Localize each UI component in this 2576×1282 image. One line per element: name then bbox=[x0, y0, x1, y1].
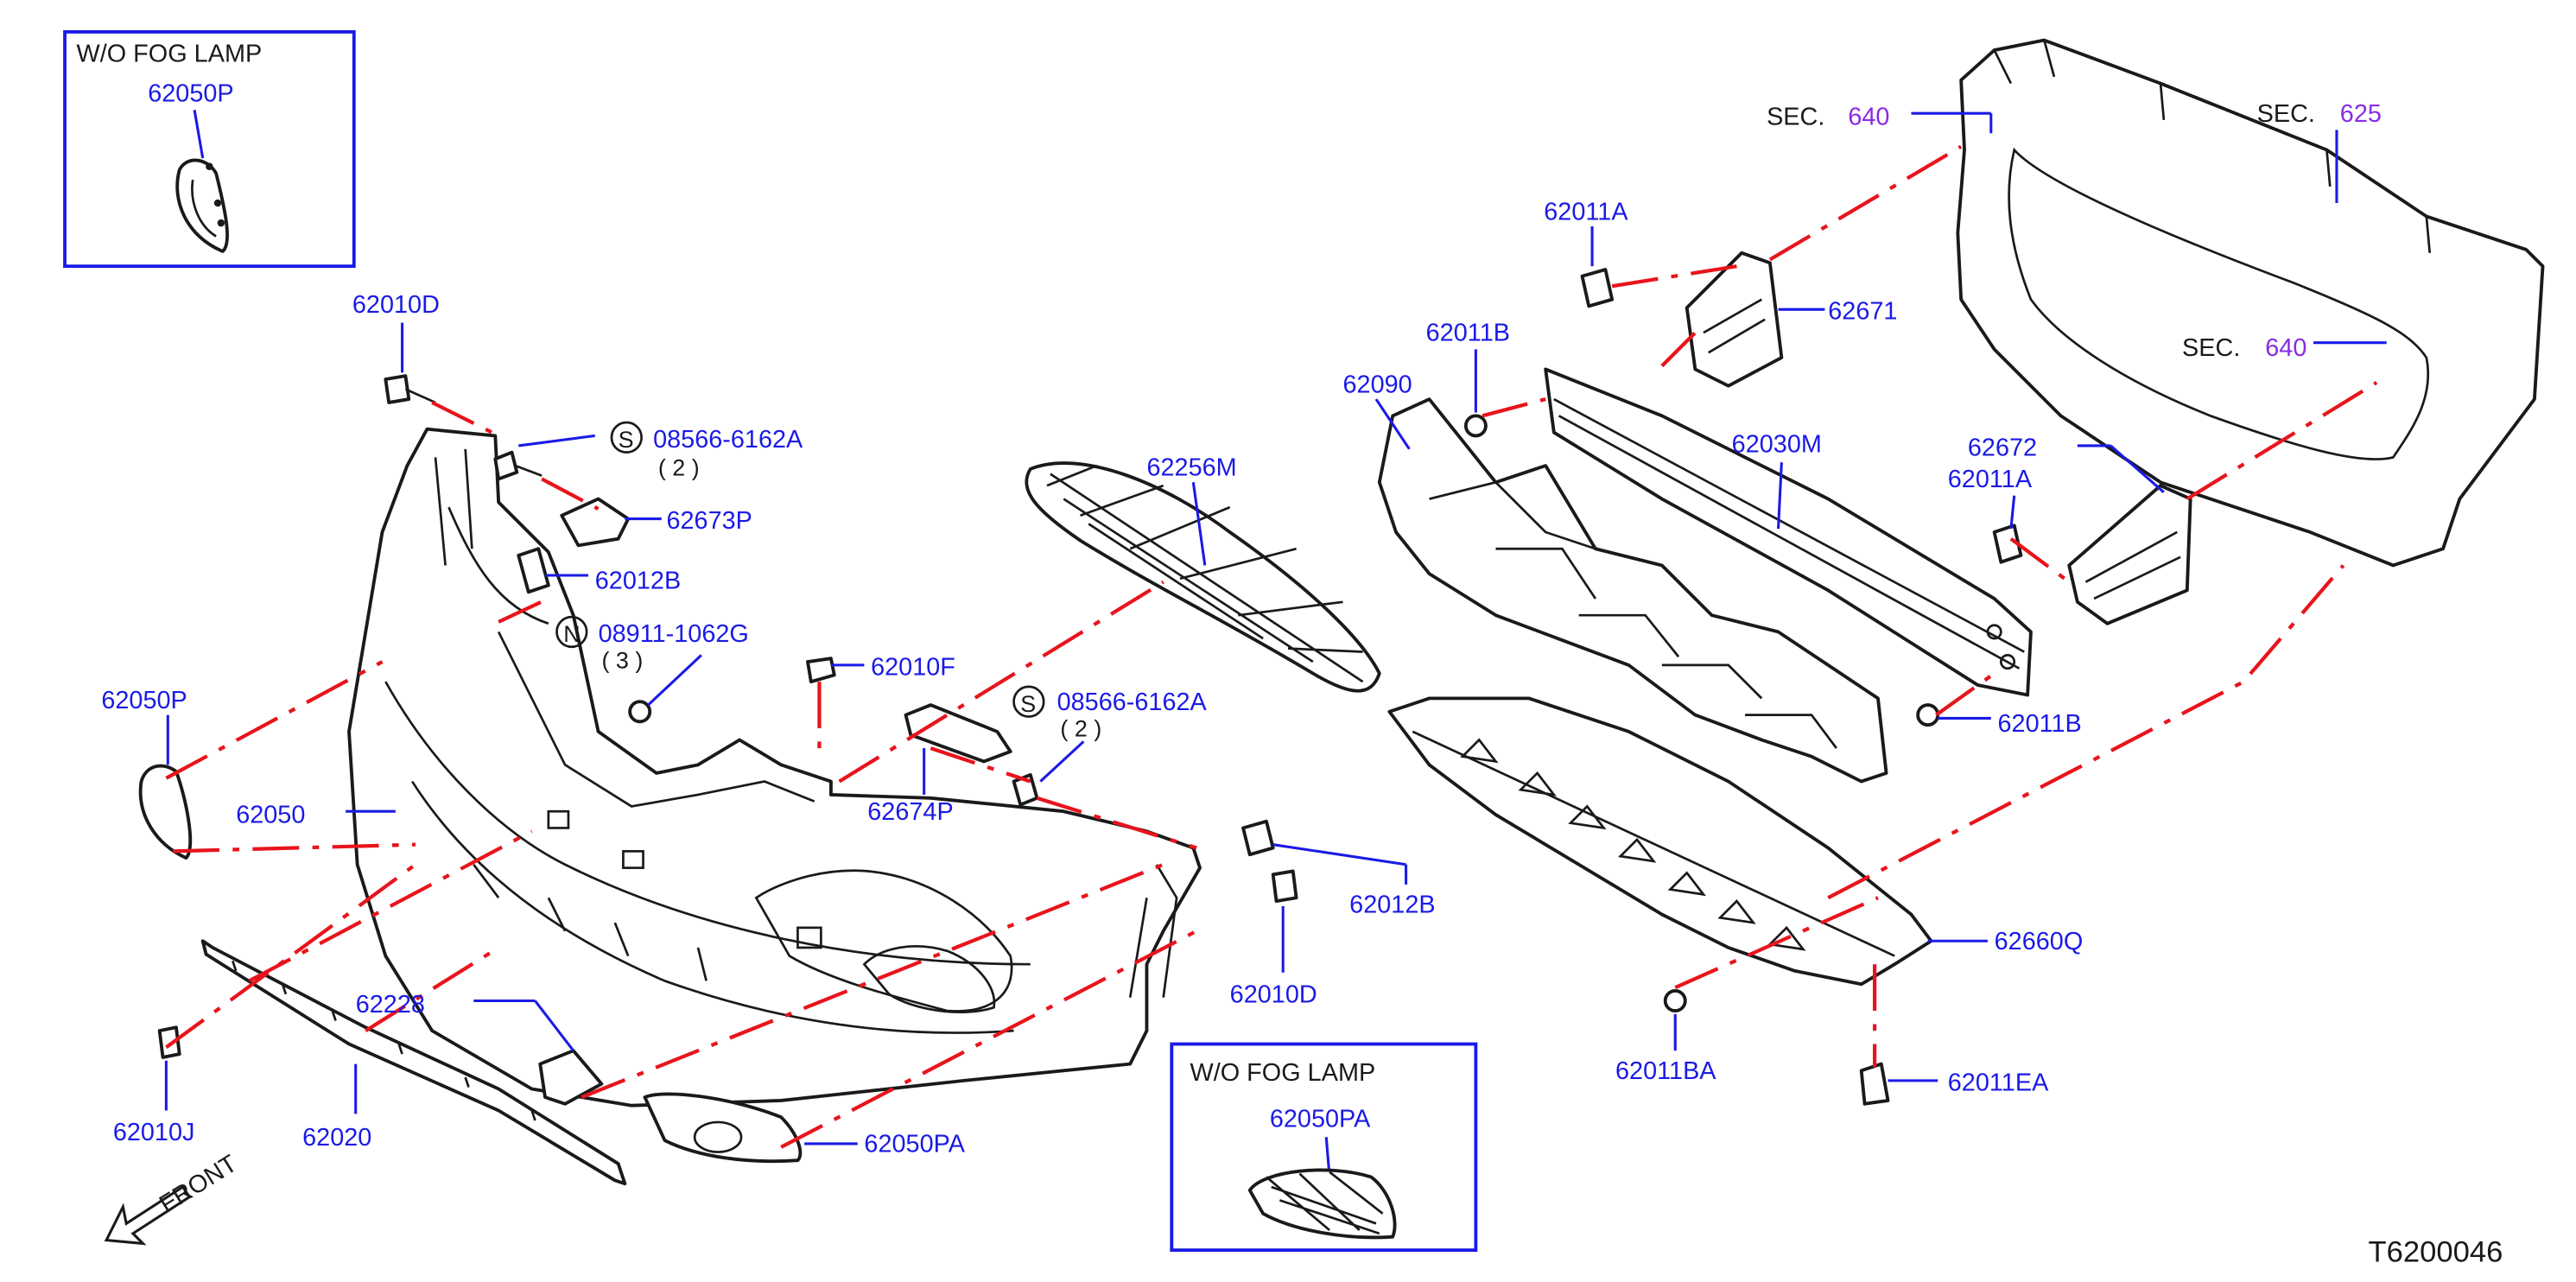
svg-text:N: N bbox=[563, 621, 580, 647]
nut-08911 bbox=[628, 700, 652, 724]
label-62011EA[interactable]: 62011EA bbox=[1948, 1069, 2049, 1096]
inset-frame-bottom bbox=[1170, 1042, 1478, 1253]
reinforcement-beam bbox=[1544, 367, 2033, 697]
clip-62012B-left bbox=[517, 547, 550, 594]
screw-08566-top bbox=[493, 450, 542, 481]
drawing-id: T6200046 bbox=[2369, 1236, 2503, 1269]
energy-absorber bbox=[1377, 397, 1888, 784]
nut-62011B-top bbox=[1463, 414, 1488, 438]
label-62671[interactable]: 62671 bbox=[1828, 298, 1897, 326]
label-62011BA[interactable]: 62011BA bbox=[1615, 1057, 1716, 1085]
clip-62011EA bbox=[1859, 1062, 1890, 1106]
clip-62012B-right bbox=[1241, 819, 1275, 857]
clip-62010J bbox=[157, 1025, 181, 1059]
label-62050PA[interactable]: 62050PA bbox=[864, 1131, 965, 1158]
symbol-s-mid: S bbox=[1012, 685, 1045, 718]
bolt-62010D-top bbox=[384, 374, 436, 404]
fog-cover-left-inset bbox=[175, 158, 229, 253]
label-62673P[interactable]: 62673P bbox=[666, 507, 752, 535]
sec-label-3: SEC. bbox=[2182, 334, 2240, 362]
label-62012B-right[interactable]: 62012B bbox=[1349, 892, 1435, 919]
fog-cover-62050P bbox=[138, 764, 193, 860]
nut-62011B-mid bbox=[1916, 703, 1940, 727]
bracket-62674P bbox=[904, 703, 1012, 764]
sec-640-top[interactable]: 640 bbox=[1848, 104, 1889, 131]
lower-grille bbox=[1025, 461, 1381, 693]
radiator-core-support bbox=[1956, 38, 2545, 568]
cover-62228 bbox=[538, 1049, 604, 1106]
inset-title-top-left: W/O FOG LAMP bbox=[76, 41, 262, 68]
sec-label-2: SEC. bbox=[2257, 100, 2315, 128]
front-direction-arrow: FRONT bbox=[104, 1150, 242, 1246]
label-62660Q[interactable]: 62660Q bbox=[1995, 928, 2084, 955]
label-62256M[interactable]: 62256M bbox=[1146, 454, 1236, 482]
label-62012B-left[interactable]: 62012B bbox=[595, 567, 681, 594]
label-62010F[interactable]: 62010F bbox=[871, 653, 955, 681]
inset-part-62050PA[interactable]: 62050PA bbox=[1270, 1106, 1371, 1133]
label-62090[interactable]: 62090 bbox=[1342, 371, 1412, 398]
svg-text:S: S bbox=[1020, 691, 1036, 717]
label-62228[interactable]: 62228 bbox=[356, 991, 425, 1019]
inset-frame-top-left bbox=[63, 29, 356, 269]
bracket-62671 bbox=[1685, 251, 1784, 388]
label-62011A-top[interactable]: 62011A bbox=[1544, 198, 1628, 225]
nut-62011BA bbox=[1663, 989, 1687, 1012]
engine-under-cover bbox=[1387, 696, 1933, 987]
label-62011B-mid[interactable]: 62011B bbox=[1997, 710, 2081, 738]
label-62672[interactable]: 62672 bbox=[1968, 434, 2037, 461]
fog-cover-62050PA bbox=[643, 1092, 803, 1164]
label-62011B-top[interactable]: 62011B bbox=[1426, 320, 1510, 347]
qty-08566-top: ( 2 ) bbox=[658, 455, 700, 481]
assembly-lines bbox=[165, 144, 2378, 1149]
leader-lines bbox=[164, 111, 2387, 1146]
label-62050P[interactable]: 62050P bbox=[101, 687, 187, 714]
bolt-62010D-bottom bbox=[1271, 869, 1298, 904]
grille-cover-inset bbox=[1247, 1168, 1397, 1240]
svg-text:S: S bbox=[619, 427, 634, 453]
label-62010D-top[interactable]: 62010D bbox=[352, 291, 440, 319]
sec-label-1: SEC. bbox=[1767, 104, 1824, 131]
label-08911-1062G[interactable]: 08911-1062G bbox=[599, 620, 749, 648]
label-62050[interactable]: 62050 bbox=[236, 802, 305, 829]
bracket-62672 bbox=[2067, 484, 2192, 625]
label-08566-6162A-mid[interactable]: 08566-6162A bbox=[1057, 689, 1208, 716]
symbol-n: N bbox=[555, 615, 588, 649]
label-62011A-mid[interactable]: 62011A bbox=[1948, 466, 2033, 493]
clip-62010F bbox=[806, 657, 836, 684]
label-62010D-bottom[interactable]: 62010D bbox=[1230, 981, 1317, 1008]
bolt-62011A-top bbox=[1580, 268, 1615, 308]
bolt-62011A-mid bbox=[1992, 524, 2023, 564]
bracket-62673P bbox=[560, 497, 631, 548]
qty-08911: ( 3 ) bbox=[601, 648, 643, 674]
inset-part-62050P[interactable]: 62050P bbox=[148, 80, 233, 108]
qty-08566-mid: ( 2 ) bbox=[1060, 716, 1101, 742]
label-08566-6162A-top[interactable]: 08566-6162A bbox=[653, 426, 803, 454]
sec-640-right[interactable]: 640 bbox=[2265, 334, 2306, 362]
label-62030M[interactable]: 62030M bbox=[1732, 431, 1822, 459]
front-label: FRONT bbox=[155, 1150, 242, 1219]
label-62020[interactable]: 62020 bbox=[302, 1124, 371, 1152]
symbol-s-top: S bbox=[610, 421, 643, 454]
sec-625[interactable]: 625 bbox=[2340, 100, 2382, 128]
label-62010J[interactable]: 62010J bbox=[113, 1119, 195, 1146]
label-62674P[interactable]: 62674P bbox=[867, 798, 953, 826]
inset-title-bottom: W/O FOG LAMP bbox=[1190, 1059, 1375, 1087]
lower-lip-strip bbox=[200, 939, 627, 1186]
